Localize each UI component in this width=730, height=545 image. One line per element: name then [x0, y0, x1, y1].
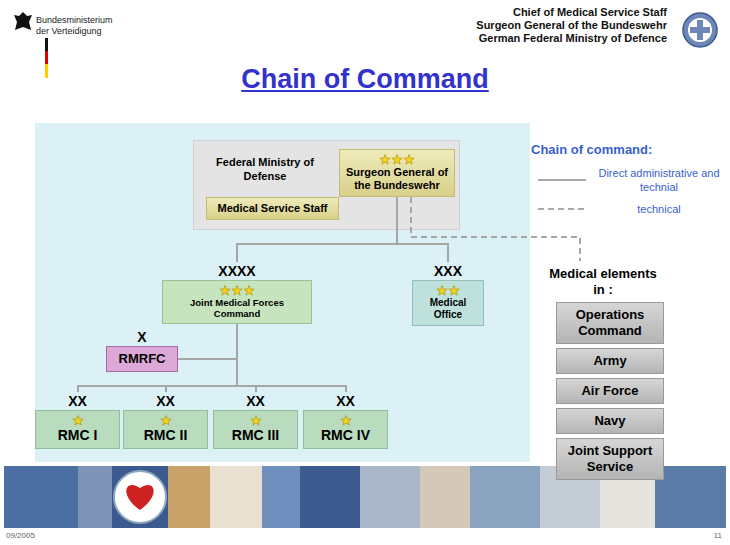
legend-text: technical: [596, 202, 722, 216]
rank-stars: [160, 415, 172, 426]
regional-command-box: XX RMC I: [35, 392, 120, 449]
node-text: Surgeon General of the Bundeswehr: [344, 166, 450, 192]
rank-marker: XX: [246, 392, 265, 410]
regional-command-box: XX RMC II: [123, 392, 208, 449]
node-text: Air Force: [561, 383, 659, 399]
surgeon-general-box-shape: Surgeon General of the Bundeswehr: [339, 149, 455, 197]
flag-bar: [45, 51, 48, 64]
legend-text: Direct administrative and technial: [596, 166, 722, 194]
regional-command-box-shape: RMC III: [213, 410, 298, 449]
node-text: RMC IV: [308, 427, 383, 444]
command-box: XXXX Joint Medical Forces Command: [162, 262, 312, 324]
command-line: [237, 197, 397, 262]
rank-marker: X: [137, 328, 146, 346]
element-box-shape: Joint Support Service: [556, 438, 664, 480]
rank-marker: XXX: [434, 262, 462, 280]
rmrfc-box-shape: RMRFC: [106, 346, 178, 372]
rank-stars: [436, 285, 460, 296]
surgeon-general-box: Surgeon General of the Bundeswehr: [339, 149, 455, 197]
rank-marker: XX: [336, 392, 355, 410]
rank-marker: XXXX: [218, 262, 255, 280]
page-title: Chain of Command: [0, 64, 730, 95]
node-text: Operations Command: [561, 307, 659, 339]
element-box-shape: Navy: [556, 408, 664, 434]
staff-box: Medical Service Staff: [206, 197, 339, 220]
legend-line-sample: [536, 204, 590, 214]
regional-command-box-shape: RMC II: [123, 410, 208, 449]
header-line: German Federal Ministry of Defence: [479, 32, 667, 45]
node-text: Joint Support Service: [561, 443, 659, 475]
legend-entry: technical: [536, 202, 724, 216]
node-text: RMC I: [40, 427, 115, 444]
rank-stars: [219, 285, 255, 296]
command-line: [237, 324, 256, 392]
element-box: Air Force: [556, 378, 664, 404]
rank-stars: [340, 415, 352, 426]
command-line: [397, 197, 448, 262]
diagram-ground: [35, 123, 530, 462]
command-line: [237, 324, 346, 392]
regional-command-box: XX RMC IV: [303, 392, 388, 449]
element-box: Joint Support Service: [556, 438, 664, 480]
medical-emblem: [683, 13, 717, 47]
element-box: Operations Command: [556, 302, 664, 344]
rank-stars: [250, 415, 262, 426]
node-text: Medical Service Staff: [211, 202, 334, 215]
regional-command-box-shape: RMC I: [35, 410, 120, 449]
node-text: Navy: [561, 413, 659, 429]
node-text: Medical Office: [417, 297, 479, 321]
flag-bar: [45, 38, 48, 51]
technical-leader: [411, 197, 580, 261]
office-box: XXX Medical Office: [412, 262, 484, 326]
rank-marker: XX: [156, 392, 175, 410]
group-heading: Medical elements in :: [543, 266, 663, 298]
element-box-shape: Army: [556, 348, 664, 374]
node-text: Federal Ministry of Defense: [202, 155, 328, 183]
regional-command-box-shape: RMC IV: [303, 410, 388, 449]
command-box-shape: Joint Medical Forces Command: [162, 280, 312, 324]
staff-box-shape: Medical Service Staff: [206, 197, 339, 220]
node-text: Joint Medical Forces Command: [167, 297, 307, 319]
flag-bar: [45, 64, 48, 78]
command-line: [166, 324, 237, 392]
command-line: [78, 324, 237, 392]
legend-entry: Direct administrative and technial: [536, 166, 724, 194]
element-box-shape: Air Force: [556, 378, 664, 404]
rank-stars: [379, 154, 415, 165]
element-box-shape: Operations Command: [556, 302, 664, 344]
header-line: Chief of Medical Service Staff: [513, 6, 667, 19]
rank-stars: [72, 415, 84, 426]
office-box-shape: Medical Office: [412, 280, 484, 326]
node-text: RMC II: [128, 427, 203, 444]
regional-command-box: XX RMC III: [213, 392, 298, 449]
node-text: RMC III: [218, 427, 293, 444]
eagle-logo: [14, 12, 32, 30]
node-text: Army: [561, 353, 659, 369]
ministry-panel: Federal Ministry of Defense Surgeon Gener…: [193, 140, 460, 230]
rmrfc-box: X RMRFC: [106, 328, 178, 372]
date-stamp: 09/2005: [6, 531, 35, 541]
element-box: Army: [556, 348, 664, 374]
node-text: RMRFC: [111, 351, 173, 367]
page-number: 11: [714, 531, 722, 541]
rank-marker: XX: [68, 392, 87, 410]
ministry-logo-text: Bundesministerium der Verteidigung: [36, 15, 126, 37]
element-box: Navy: [556, 408, 664, 434]
header-line: Surgeon General of the Bundeswehr: [476, 19, 667, 32]
command-line: [178, 324, 237, 359]
legend-heading: Chain of command:: [531, 142, 652, 158]
legend-line-sample: [536, 175, 590, 185]
